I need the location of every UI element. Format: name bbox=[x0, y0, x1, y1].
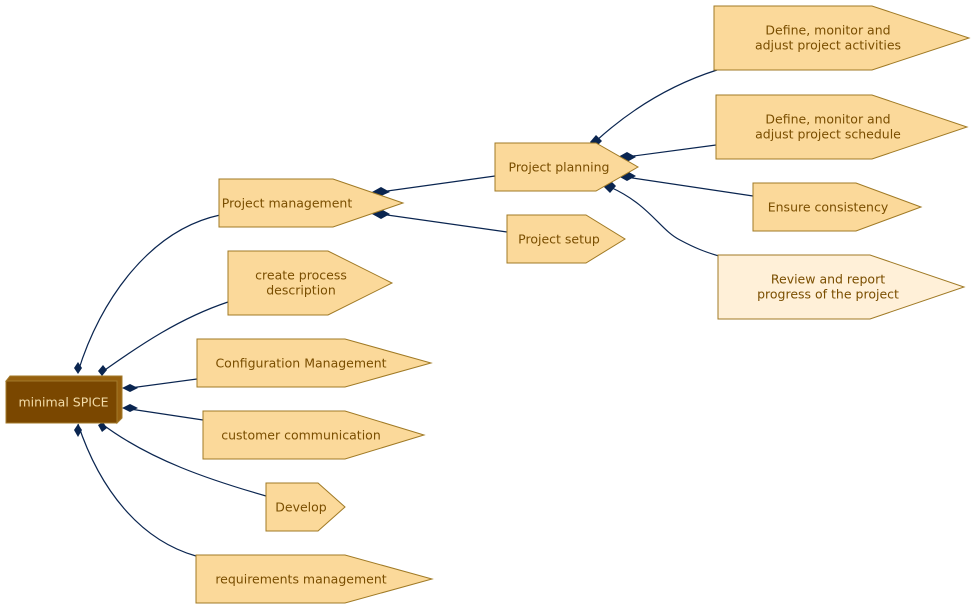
node-define-project-activities[interactable]: Define, monitor and adjust project activ… bbox=[713, 5, 971, 71]
node-shape bbox=[506, 214, 626, 264]
edge-root-customer-communication bbox=[129, 408, 204, 421]
node-shape bbox=[218, 178, 405, 228]
node-label-line-1: Define, monitor and bbox=[765, 23, 890, 38]
node-label-line-2: adjust project schedule bbox=[755, 127, 901, 142]
node-shape bbox=[715, 94, 969, 160]
node-ensure-consistency[interactable]: Ensure consistency bbox=[752, 182, 923, 232]
diamond-marker bbox=[98, 422, 107, 432]
node-shape bbox=[196, 338, 433, 388]
node-shape bbox=[494, 142, 640, 192]
node-project-management[interactable]: Project management bbox=[218, 178, 405, 228]
node-label-line-1: Define, monitor and bbox=[765, 112, 890, 127]
edge-pp-ensure-consistency bbox=[625, 176, 754, 197]
node-label: Ensure consistency bbox=[768, 200, 889, 215]
node-label: requirements management bbox=[215, 572, 386, 587]
node-create-process-description[interactable]: create process description bbox=[227, 250, 394, 316]
edge-root-project-management bbox=[77, 214, 221, 373]
diamond-marker bbox=[74, 424, 82, 437]
node-shape bbox=[717, 254, 966, 320]
node-define-project-schedule[interactable]: Define, monitor and adjust project sched… bbox=[715, 94, 969, 160]
node-shape bbox=[227, 250, 394, 316]
node-label-line-1: Review and report bbox=[771, 272, 885, 287]
node-project-planning[interactable]: Project planning bbox=[494, 142, 640, 192]
diamond-marker bbox=[604, 180, 616, 193]
edge-root-configuration-management bbox=[129, 378, 198, 389]
node-customer-communication[interactable]: customer communication bbox=[202, 410, 426, 460]
node-develop[interactable]: Develop bbox=[265, 482, 346, 532]
root-node-box bbox=[5, 380, 118, 424]
edge-pm-project-planning bbox=[379, 175, 496, 193]
diamond-marker bbox=[74, 362, 82, 374]
node-label: Develop bbox=[275, 500, 327, 515]
node-configuration-management[interactable]: Configuration Management bbox=[196, 338, 433, 388]
node-label: Project planning bbox=[509, 160, 610, 175]
node-requirements-management[interactable]: requirements management bbox=[195, 554, 434, 604]
node-label: Project management bbox=[222, 196, 353, 211]
node-review-report-progress[interactable]: Review and report progress of the projec… bbox=[717, 254, 966, 320]
edges bbox=[77, 69, 754, 557]
node-project-setup[interactable]: Project setup bbox=[506, 214, 626, 264]
node-label: customer communication bbox=[221, 428, 381, 443]
node-label-line-2: adjust project activities bbox=[755, 38, 901, 53]
edge-pp-define-activities bbox=[595, 69, 718, 142]
node-shape bbox=[265, 482, 346, 532]
edge-pm-project-setup bbox=[379, 213, 508, 233]
edge-pp-define-schedule bbox=[625, 144, 717, 158]
node-label: Configuration Management bbox=[215, 356, 386, 371]
node-label-line-2: progress of the project bbox=[757, 287, 899, 302]
edge-root-develop bbox=[101, 423, 267, 497]
node-label-line-2: description bbox=[266, 283, 336, 298]
node-shape bbox=[202, 410, 426, 460]
root-node[interactable]: minimal SPICE bbox=[4, 375, 123, 425]
node-shape bbox=[752, 182, 923, 232]
node-label-line-1: create process bbox=[255, 268, 347, 283]
root-label: minimal SPICE bbox=[18, 395, 108, 410]
diamond-marker bbox=[122, 384, 138, 392]
diamond-marker bbox=[98, 365, 107, 376]
diamond-marker bbox=[122, 404, 138, 412]
edge-root-requirements-management bbox=[77, 423, 197, 557]
node-shape bbox=[195, 554, 434, 604]
edge-root-create-process-description bbox=[101, 301, 229, 373]
node-label: Project setup bbox=[518, 232, 600, 247]
edge-pp-review-report bbox=[609, 186, 720, 257]
node-shape bbox=[713, 5, 971, 71]
